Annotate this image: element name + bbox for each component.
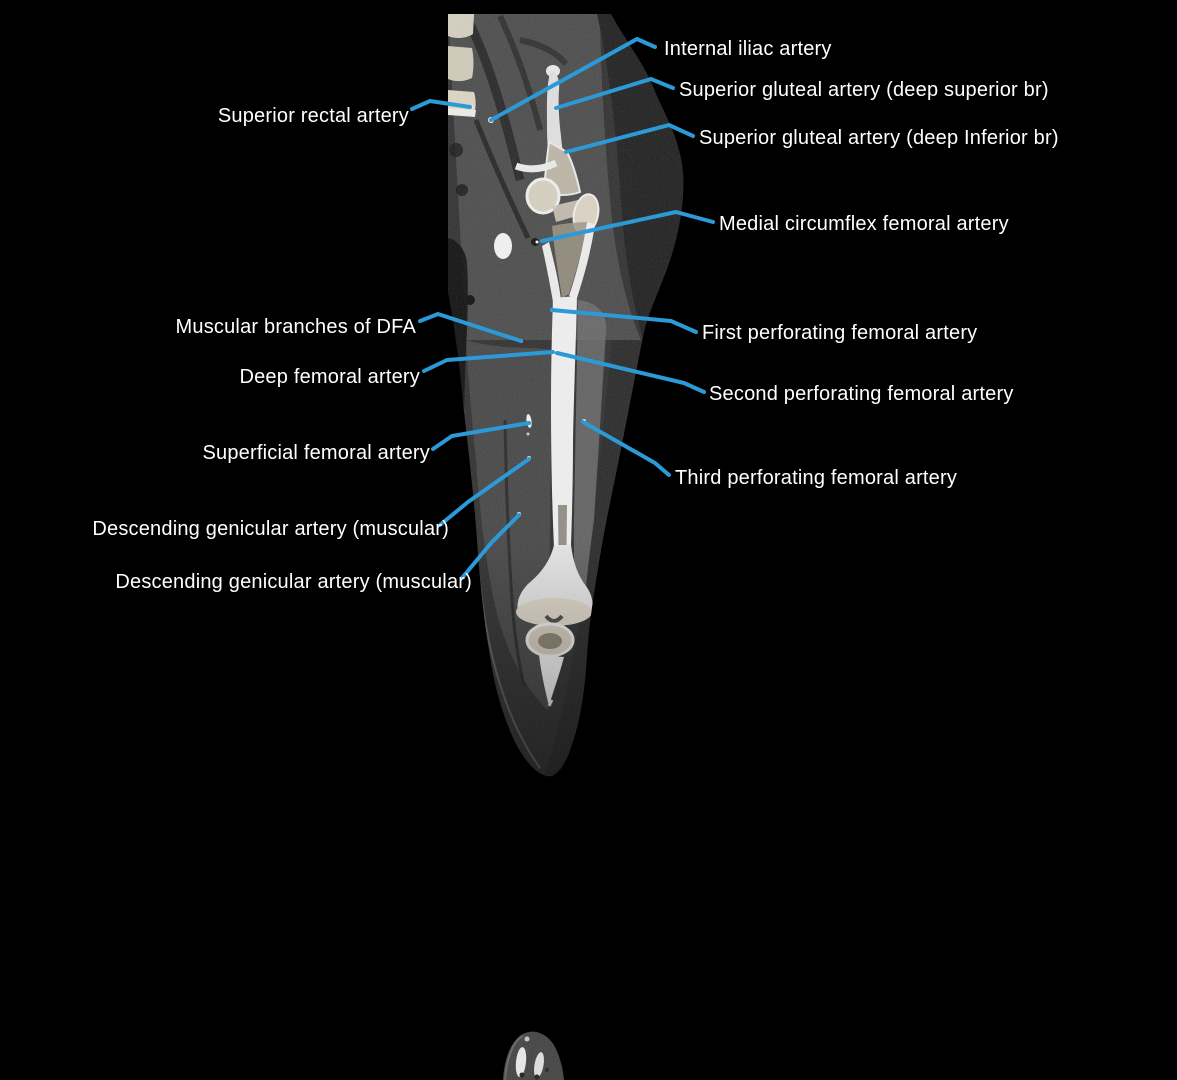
leader-descending-genicular-1 [438,457,531,527]
leader-descending-genicular-2 [460,513,521,580]
leader-superficial-femoral-artery [431,421,531,451]
leader-lines [410,37,715,580]
leader-third-perforating-femoral [581,420,671,477]
ct-bottom-fragment [503,1031,564,1080]
leader-internal-iliac-artery [489,37,657,122]
leader-deep-femoral-artery [422,350,555,373]
leader-medial-circumflex-femoral [540,210,715,243]
leader-first-perforating-femoral [550,308,698,334]
leader-second-perforating-femoral [555,351,706,394]
leader-superior-rectal-artery [410,99,472,111]
leader-muscular-branches-dfa [418,312,523,343]
leader-superior-gluteal-superior-br [554,77,675,110]
leader-superior-gluteal-inferior-br [564,123,695,154]
ct-body [448,14,684,777]
